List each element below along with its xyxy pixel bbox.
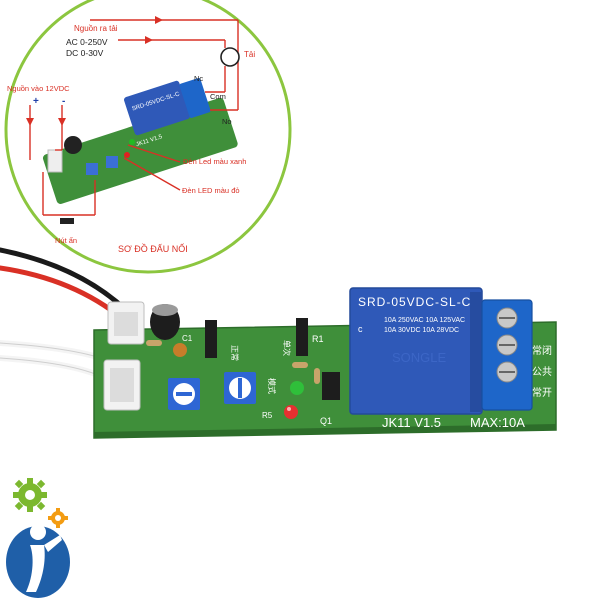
gear-person-logo xyxy=(6,478,70,598)
resistor-2 xyxy=(292,362,308,368)
label-q1: Q1 xyxy=(320,416,332,426)
model-label: JK11 V1.5 xyxy=(382,415,441,430)
diagram-green-led xyxy=(129,139,135,145)
button-connector-slot xyxy=(110,368,134,402)
ul-mark: c xyxy=(358,324,363,334)
load-label: Tải xyxy=(244,50,255,59)
dc-range-label: DC 0-30V xyxy=(66,48,104,58)
terminal-label-nc: 常闭 xyxy=(532,344,552,357)
resistor-1 xyxy=(146,340,162,346)
mode-text-3: 模式 xyxy=(267,378,277,394)
diagram-red-led xyxy=(124,152,130,158)
plus-label: + xyxy=(33,96,39,107)
nc-label: Nc xyxy=(194,74,203,83)
diagram-terminal xyxy=(179,78,211,118)
diagram-board xyxy=(42,97,238,204)
no-label: No xyxy=(222,117,232,126)
relay-rating-2: 10A 30VDC 10A 28VDC xyxy=(384,327,459,334)
diagram-pot-2 xyxy=(106,156,118,168)
relay-model: SRD-05VDC-SL-C xyxy=(358,295,471,309)
label-c1: C1 xyxy=(182,334,193,343)
label-r5: R5 xyxy=(262,411,273,420)
diagram-connector xyxy=(47,149,63,173)
diagram-title: SƠ ĐỒ ĐẤU NỐI xyxy=(118,243,188,254)
wire-white-2 xyxy=(0,355,111,383)
push-button-symbol xyxy=(60,218,74,224)
diagram-arrow-2 xyxy=(145,36,153,44)
mode-text-1: 正常 xyxy=(230,345,239,361)
diagram-arrow-1 xyxy=(155,16,163,24)
green-led-label: Đèn Led màu xanh xyxy=(183,157,246,166)
input-label: Nguồn vào 12VDC xyxy=(7,84,70,93)
resistor-3 xyxy=(314,368,320,384)
terminal-label-com: 公共 xyxy=(532,366,552,378)
relay-module-board: C1 正常 单次 模式 R1 R5 Q1 SRD-05VDC-SL-C 10A … xyxy=(93,287,557,439)
terminal-label-no: 常开 xyxy=(532,386,552,399)
diagram-capacitor xyxy=(64,136,82,154)
relay-side xyxy=(470,292,482,412)
jumper-2 xyxy=(296,318,308,356)
jumper-1 xyxy=(205,320,217,358)
diagram-relay xyxy=(124,80,190,136)
diagram-wires xyxy=(29,19,239,216)
load-symbol xyxy=(220,47,240,67)
red-led-highlight xyxy=(287,407,291,411)
orange-gear-icon xyxy=(48,508,68,528)
mode-text-2: 单次 xyxy=(282,340,292,356)
potentiometer-2-slot xyxy=(238,378,242,398)
power-connector-slot xyxy=(114,312,138,336)
output-label: Nguồn ra tải xyxy=(74,24,118,33)
button-label: Nút ấn xyxy=(55,236,77,245)
ceramic-capacitor xyxy=(173,343,187,357)
red-led xyxy=(284,405,298,419)
relay-rating-1: 10A 250VAC 10A 125VAC xyxy=(384,317,465,324)
diagram-arrow-4 xyxy=(58,118,66,126)
potentiometer-1-slot xyxy=(176,392,192,396)
label-r1: R1 xyxy=(312,334,324,344)
diagram-pot-1 xyxy=(86,163,98,175)
relay-brand: SONGLE xyxy=(392,350,447,365)
green-led xyxy=(290,381,304,395)
green-gear-icon xyxy=(13,478,47,512)
com-label: Com xyxy=(210,92,226,101)
minus-label: - xyxy=(62,96,65,107)
person-icon xyxy=(6,524,70,598)
red-led-label: Đèn LED màu đỏ xyxy=(182,186,240,195)
pcb-edge-shade xyxy=(94,424,556,438)
transistor-q1 xyxy=(322,372,340,400)
max-label: MAX:10A xyxy=(470,415,525,430)
wiring-diagram: SRD-05VDC-SL-C JK11 V1.5 xyxy=(4,0,292,274)
capacitor-top xyxy=(152,304,178,316)
ac-range-label: AC 0-250V xyxy=(66,37,108,47)
diagram-arrow-3 xyxy=(26,118,34,126)
